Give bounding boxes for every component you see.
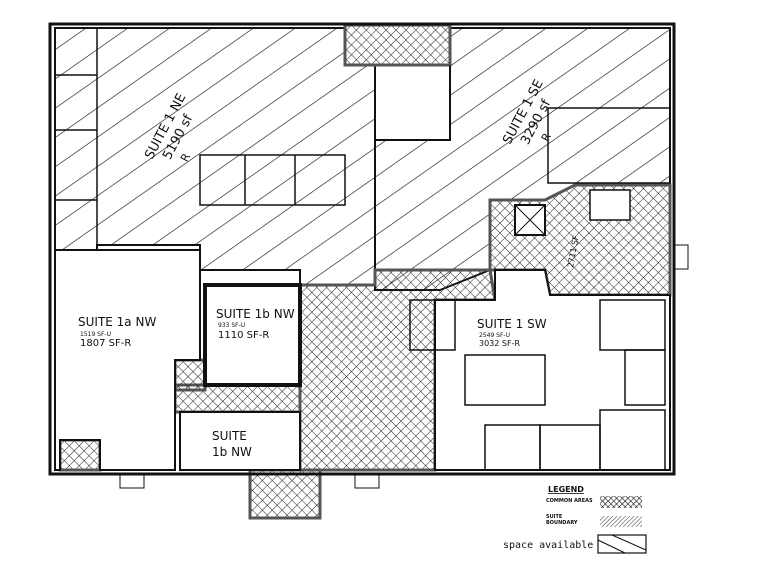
suite-1b-nw-label: SUITE 1b NW 933 SF-U 1110 SF-R <box>216 307 295 341</box>
svg-text:SUITE 1a NW: SUITE 1a NW <box>78 315 156 329</box>
legend-common-areas-label: COMMON AREAS <box>546 498 593 504</box>
svg-text:SUITE: SUITE <box>212 429 247 443</box>
legend-space-available-swatch <box>597 534 647 554</box>
svg-text:3032 SF-R: 3032 SF-R <box>479 339 520 348</box>
suite-1a-nw-area <box>54 249 201 471</box>
suite-1b-nw-area <box>203 283 302 387</box>
legend-space-available-label: space available <box>503 540 593 551</box>
legend-suite-label-1: SUITE <box>546 514 563 520</box>
svg-text:2549 SF-U: 2549 SF-U <box>479 332 510 339</box>
svg-text:1b NW: 1b NW <box>212 445 252 459</box>
suite-1-sw-label: SUITE 1 SW 2549 SF-U 3032 SF-R <box>477 317 547 348</box>
svg-text:933 SF-U: 933 SF-U <box>218 322 245 329</box>
suite-1b-nw-lower-area <box>179 411 301 471</box>
legend-suite-label-2: BOUNDARY <box>546 520 578 526</box>
legend-suite-boundary-swatch <box>600 516 642 527</box>
svg-text:1110 SF-R: 1110 SF-R <box>218 330 269 341</box>
legend-common-areas-swatch <box>600 496 642 508</box>
svg-text:SUITE 1b NW: SUITE 1b NW <box>216 307 295 321</box>
entry-doors <box>119 244 689 489</box>
svg-text:SUITE 1 SW: SUITE 1 SW <box>477 317 547 331</box>
legend-title: LEGEND <box>548 485 584 494</box>
suite-1a-nw-label: SUITE 1a NW 1519 SF-U 1807 SF-R <box>78 315 156 349</box>
svg-text:1519 SF-U: 1519 SF-U <box>80 331 111 338</box>
svg-text:1807 SF-R: 1807 SF-R <box>80 338 131 349</box>
suite-1b-nw-lower-label: SUITE 1b NW <box>212 429 252 459</box>
legend: LEGEND COMMON AREAS SUITE BOUNDARY space… <box>503 485 647 554</box>
ne-rooms <box>55 28 671 245</box>
suite-1-sw-area <box>409 269 671 471</box>
suite-1-ne-area <box>54 27 376 286</box>
